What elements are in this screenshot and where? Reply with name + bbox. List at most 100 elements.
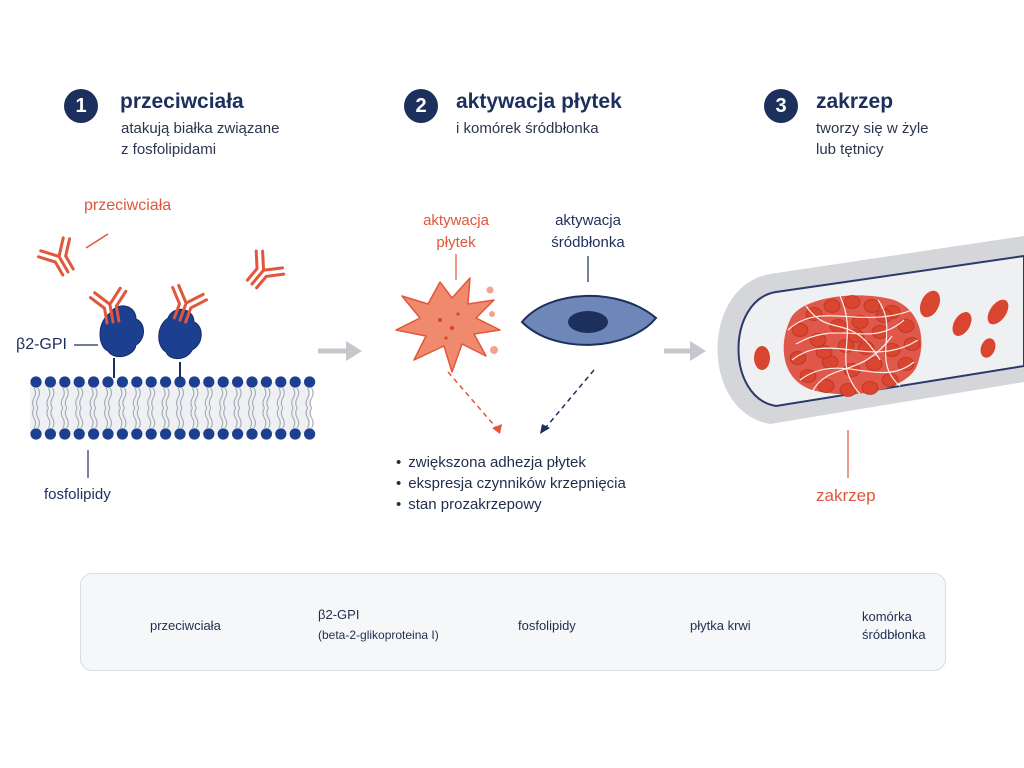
lipid-tail	[223, 407, 228, 429]
lipid-tail	[266, 407, 271, 429]
lipid-tail	[79, 387, 84, 409]
lipid-tail	[251, 407, 257, 429]
lipid-head	[131, 376, 143, 388]
lipid-head	[217, 428, 229, 440]
lipid-head	[289, 428, 301, 440]
lipid-tail	[305, 407, 310, 429]
platelet-activation-label-line: płytek	[436, 234, 476, 251]
lipid-head	[217, 376, 229, 388]
lipid-tail	[233, 387, 238, 409]
lipid-tail	[75, 387, 80, 409]
lipid-tail	[132, 407, 137, 429]
lipid-head	[246, 428, 258, 440]
step-2-number: 2	[404, 89, 438, 123]
effect-item: zwiększona adhezja płytek	[396, 452, 626, 473]
lipid-tail	[107, 387, 113, 409]
endothelium-activation-label-line: śródbłonka	[551, 234, 625, 251]
lipid-tail	[247, 387, 253, 409]
lipid-head	[203, 376, 215, 388]
lipid-head	[145, 428, 157, 440]
lipid-tail	[194, 387, 199, 409]
lipid-tail	[122, 387, 127, 409]
lipid-tail	[64, 387, 69, 409]
lipid-tail	[79, 407, 84, 429]
lipid-tail	[50, 407, 55, 429]
blood-clot	[783, 295, 922, 397]
clot-red-cell	[863, 299, 881, 313]
platelet-activation-label: aktywacja płytek	[406, 210, 506, 254]
lipid-tail	[35, 407, 41, 429]
lipid-head	[30, 428, 42, 440]
lipid-tail	[147, 407, 152, 429]
lipid-tail	[64, 407, 69, 429]
lipid-tail	[175, 407, 181, 429]
clot-red-cell	[823, 299, 841, 313]
lipid-tail	[103, 387, 109, 409]
lipid-tail	[280, 407, 285, 429]
lipid-head	[174, 376, 186, 388]
lipid-tail	[291, 387, 296, 409]
lipid-head	[232, 428, 244, 440]
legend-phospholipid-label: fosfolipidy	[518, 618, 576, 633]
b2gpi-label: β2-GPI	[16, 336, 67, 353]
clot-red-cell	[851, 315, 869, 329]
lipid-head	[59, 428, 71, 440]
lipid-tail	[31, 407, 37, 429]
lipid-tail	[89, 407, 94, 429]
lipid-head	[102, 376, 114, 388]
clot-red-cell	[847, 329, 865, 343]
lipid-head	[289, 376, 301, 388]
lipid-tail	[208, 387, 213, 409]
lipid-tail	[291, 407, 296, 429]
lipid-head	[188, 376, 200, 388]
lipid-tail	[204, 387, 209, 409]
lipid-head	[275, 428, 287, 440]
lipid-tail	[175, 387, 181, 409]
clot-red-cell	[817, 379, 835, 393]
clot-red-cell	[861, 381, 879, 395]
lipid-tail	[309, 407, 314, 429]
lipid-tail	[295, 407, 300, 429]
lipid-tail	[89, 387, 94, 409]
lipid-tail	[276, 407, 281, 429]
clot-red-cell	[789, 351, 807, 365]
lipid-head	[160, 428, 172, 440]
arrow-icon	[318, 341, 362, 361]
legend-endothelial-label: komórka	[862, 609, 912, 624]
antibody-icon	[34, 233, 86, 283]
legend-antibody-label: przeciwciała	[150, 618, 221, 633]
lipid-tail	[93, 387, 98, 409]
step-1-subtitle: z fosfolipidami	[121, 141, 217, 158]
lipid-tail	[46, 387, 51, 409]
lipid-tail	[251, 387, 257, 409]
lipid-tail	[161, 387, 166, 409]
lipid-head	[44, 376, 57, 388]
antibodies-label: przeciwciała	[84, 197, 172, 214]
lipid-tail	[75, 407, 80, 429]
lipid-tail	[219, 407, 224, 429]
lipid-tail	[151, 407, 156, 429]
lipid-tail	[223, 387, 228, 409]
lipid-tail	[266, 387, 271, 409]
lipid-head	[260, 428, 272, 440]
step-3-title: zakrzep	[816, 90, 894, 113]
lipid-head	[232, 376, 244, 388]
phospholipid-bilayer	[30, 376, 316, 440]
lipid-head	[116, 428, 128, 440]
clot-red-cell	[791, 323, 809, 337]
clot-red-cell	[843, 295, 861, 309]
lipid-head	[160, 376, 172, 388]
lipid-tail	[179, 407, 185, 429]
lipid-tail	[93, 407, 98, 429]
lipid-tail	[305, 387, 310, 409]
step-1-subtitle: atakują białka związane	[121, 120, 280, 137]
effect-item: ekspresja czynników krzepnięcia	[396, 473, 626, 494]
lipid-tail	[103, 407, 109, 429]
lipid-head	[116, 376, 128, 388]
effect-item: stan prozakrzepowy	[396, 494, 626, 515]
step-3-subtitle: lub tętnicy	[816, 141, 884, 158]
lipid-head	[246, 376, 258, 388]
clot-red-cell	[799, 369, 817, 383]
step-1-title: przeciwciała	[120, 90, 244, 113]
lipid-tail	[151, 387, 156, 409]
